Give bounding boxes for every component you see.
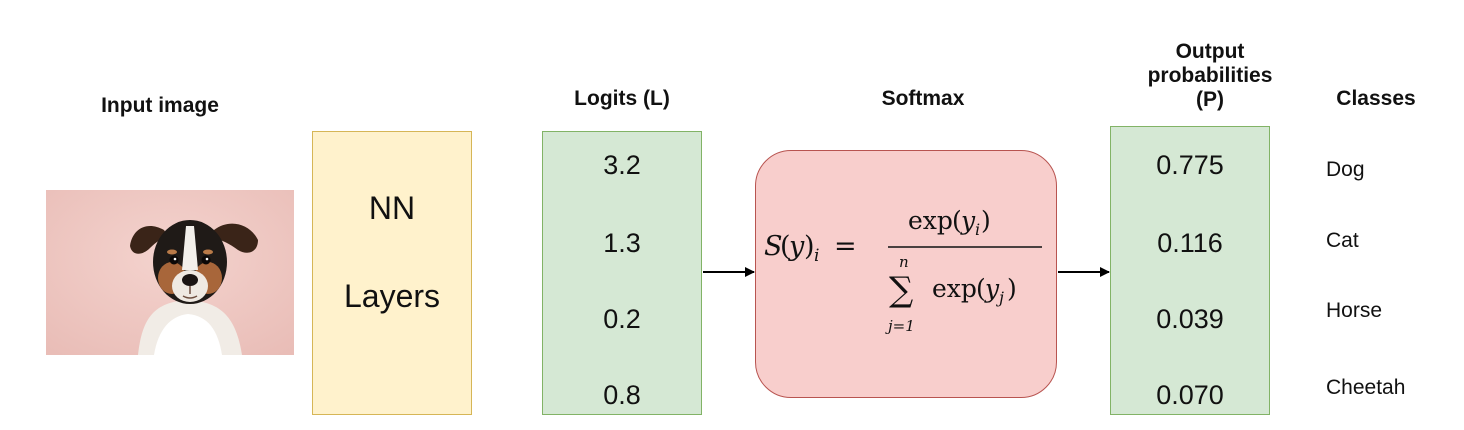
probability-value: 0.775 [1156,150,1224,180]
formula-num-exp: exp [908,206,953,235]
formula-lhs-close-paren: ) [804,231,815,262]
class-label: Cat [1326,229,1359,252]
formula-sum-bottom: j=1 [885,317,915,335]
class-label: Cheetah [1326,376,1406,399]
formula-lhs-open-paren: ( [780,231,791,262]
softmax-block: S ( y ) i = exp ( y i ) n ∑ j=1 exp ( y … [755,150,1057,398]
formula-den-y: y [984,274,1000,303]
formula-den-exp: exp [932,274,977,303]
nn-label: NN [368,190,416,226]
input-photo [46,190,294,355]
output-heading-line-2: probabilities [1147,64,1273,87]
formula-den-open-paren: ( [976,274,986,303]
formula-den-close-paren: ) [1007,274,1017,303]
class-label: Dog [1326,158,1365,181]
formula-num-close-paren: ) [981,206,991,235]
logits-heading: Logits (L) [574,87,670,110]
dog-photo-icon [46,190,294,355]
formula-num-open-paren: ( [952,206,962,235]
logit-value: 1.3 [603,228,641,258]
formula-num-y: y [960,206,976,235]
formula-lhs-sub-i: i [814,246,819,266]
softmax-heading: Softmax [881,87,965,110]
output-probabilities-heading: Output probabilities (P) [1110,40,1310,112]
probability-value: 0.039 [1156,304,1224,334]
logit-value: 3.2 [603,150,641,180]
formula-lhs-s: S [764,231,783,262]
formula-sum-top: n [899,253,909,271]
formula-sum-symbol: ∑ [889,270,913,310]
logit-value: 0.8 [603,380,641,410]
output-heading-line-1: Output [1175,40,1245,63]
formula-lhs-y: y [788,231,805,262]
softmax-formula: S ( y ) i = exp ( y i ) n ∑ j=1 exp ( y … [764,206,1042,335]
probability-value: 0.116 [1157,228,1223,258]
logit-value: 0.2 [603,304,641,334]
output-probabilities-block: 0.775 0.116 0.039 0.070 [1110,126,1270,415]
formula-den-sub-j: j [996,288,1004,307]
formula-equals: = [834,231,857,262]
layers-label: Layers [343,278,441,314]
probability-value: 0.070 [1156,380,1224,410]
logits-block: 3.2 1.3 0.2 0.8 [542,131,702,415]
formula-num-sub-i: i [975,220,980,239]
input-image-heading: Input image [101,94,219,117]
output-heading-line-3: (P) [1196,88,1224,111]
class-label: Horse [1326,299,1383,322]
nn-layers-block: NN Layers [312,131,472,415]
classes-heading: Classes [1336,87,1416,110]
